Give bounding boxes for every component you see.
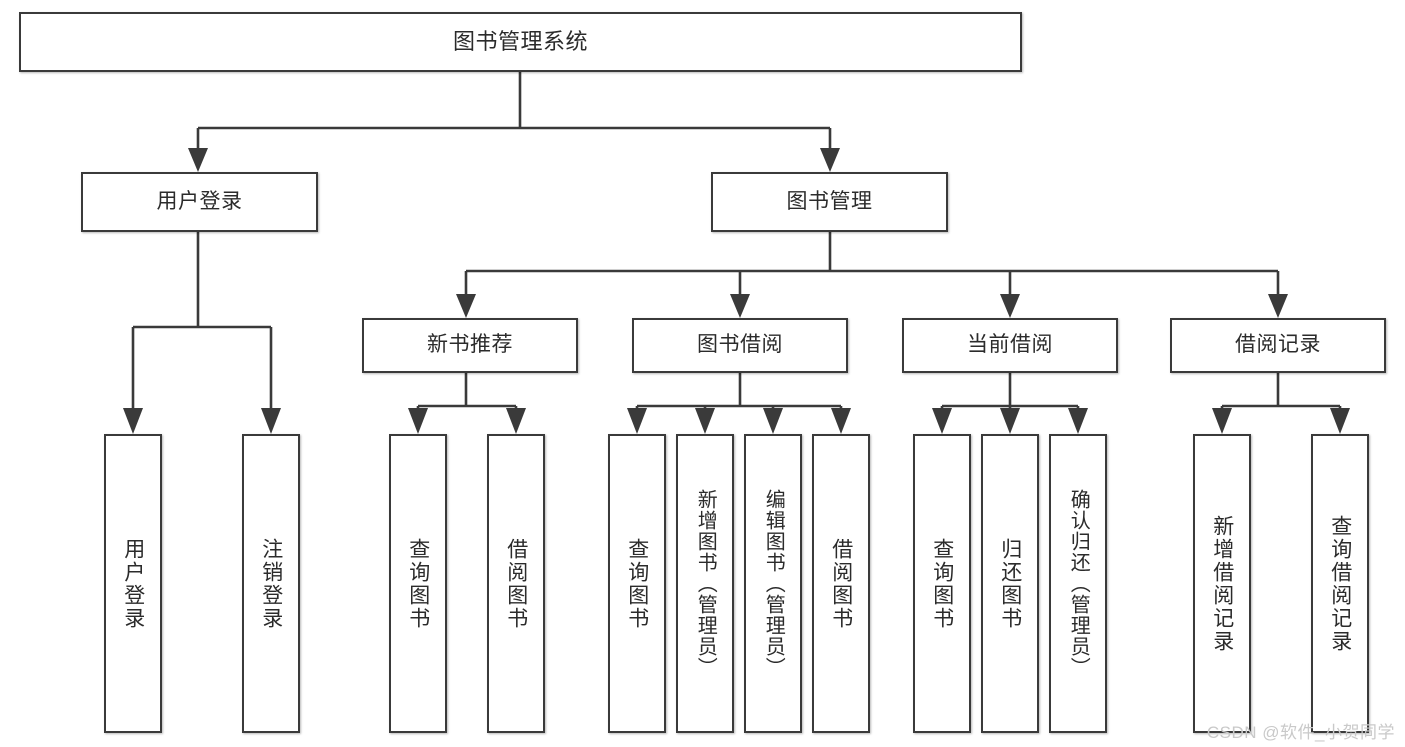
leaf-book-borrow-query-book[interactable]: 查询图书 [608, 434, 666, 733]
leaf-book-borrow-borrow-book[interactable]: 借阅图书 [812, 434, 870, 733]
leaf-book-borrow-edit-book-admin[interactable]: 编辑图书（管理员） [744, 434, 802, 733]
node-label: 注销登录 [259, 537, 283, 630]
node-label: 编辑图书（管理员） [762, 489, 785, 678]
leaf-book-borrow-add-book-admin[interactable]: 新增图书（管理员） [676, 434, 734, 733]
node-label: 归还图书 [998, 537, 1022, 630]
node-borrow-record[interactable]: 借阅记录 [1170, 318, 1386, 373]
node-label: 查询借阅记录 [1328, 514, 1352, 653]
node-label: 当前借阅 [967, 333, 1053, 357]
node-label: 用户登录 [156, 189, 243, 213]
node-current-borrow[interactable]: 当前借阅 [902, 318, 1118, 373]
node-new-book-recommend[interactable]: 新书推荐 [362, 318, 578, 373]
node-label: 查询图书 [406, 537, 430, 630]
node-label: 借阅图书 [504, 537, 528, 630]
node-label: 查询图书 [930, 537, 954, 630]
leaf-user-login-login[interactable]: 用户登录 [104, 434, 162, 733]
node-label: 借阅记录 [1235, 333, 1321, 357]
watermark: CSDN @软件_小贺同学 [1206, 723, 1395, 742]
leaf-current-borrow-return-book[interactable]: 归还图书 [981, 434, 1039, 733]
leaf-current-borrow-confirm-return-admin[interactable]: 确认归还（管理员） [1049, 434, 1107, 733]
leaf-new-book-query-book[interactable]: 查询图书 [389, 434, 447, 733]
leaf-borrow-record-add-record[interactable]: 新增借阅记录 [1193, 434, 1251, 733]
node-root-book-management-system[interactable]: 图书管理系统 [19, 12, 1022, 72]
node-label: 图书管理 [786, 189, 873, 213]
leaf-user-login-logout[interactable]: 注销登录 [242, 434, 300, 733]
node-label: 借阅图书 [829, 537, 853, 630]
node-label: 新增图书（管理员） [694, 489, 717, 678]
node-label: 确认归还（管理员） [1067, 489, 1090, 678]
node-label: 新书推荐 [427, 333, 513, 357]
node-label: 图书借阅 [697, 333, 783, 357]
leaf-borrow-record-query-record[interactable]: 查询借阅记录 [1311, 434, 1369, 733]
node-label: 用户登录 [121, 537, 145, 630]
node-book-borrow[interactable]: 图书借阅 [632, 318, 848, 373]
node-label: 图书管理系统 [452, 29, 588, 55]
node-label: 查询图书 [625, 537, 649, 630]
node-book-management[interactable]: 图书管理 [711, 172, 948, 232]
node-user-login[interactable]: 用户登录 [81, 172, 318, 232]
leaf-new-book-borrow-book[interactable]: 借阅图书 [487, 434, 545, 733]
node-label: 新增借阅记录 [1210, 514, 1234, 653]
leaf-current-borrow-query-book[interactable]: 查询图书 [913, 434, 971, 733]
